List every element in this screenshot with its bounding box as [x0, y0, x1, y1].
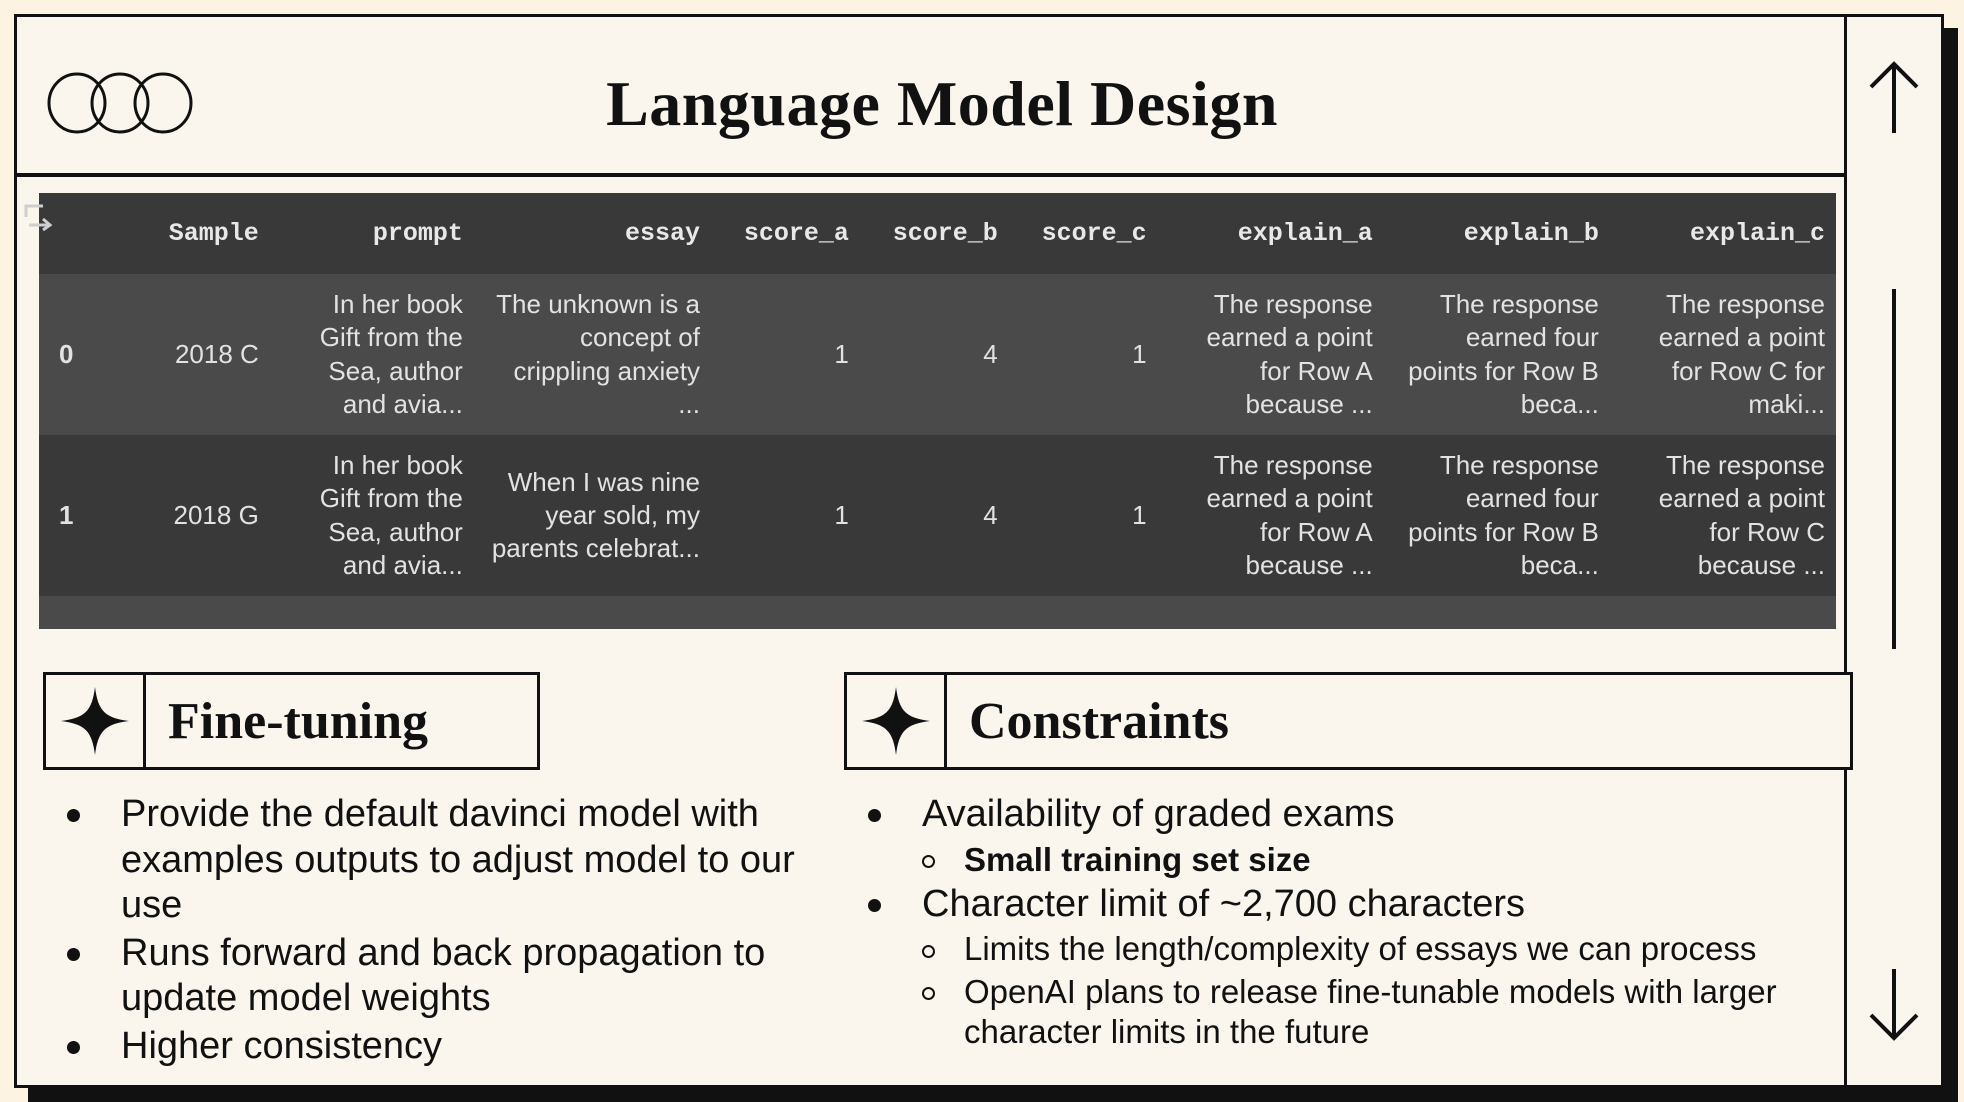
cell-score-c: 1: [1011, 435, 1161, 597]
cell-explain-c: The response earned a point for Row C be…: [1612, 435, 1836, 597]
cell-score-a: [713, 596, 863, 629]
cell-explain-c: The response earned a point for Row C fo…: [1612, 274, 1836, 436]
three-circles-logo: [45, 72, 195, 134]
cell-score-b: 4: [862, 274, 1012, 436]
list-item-text: Limits the length/complexity of essays w…: [964, 930, 1757, 968]
list-item: Runs forward and back propagation to upd…: [53, 931, 813, 1022]
column-header-essay[interactable]: essay: [476, 193, 714, 274]
cell-index: [39, 596, 108, 629]
bullet-dot-icon: [67, 809, 80, 823]
list-item-text: Availability of graded exams: [922, 793, 1395, 835]
bullet-ring-icon: [922, 986, 935, 1000]
list-item: Limits the length/complexity of essays w…: [854, 929, 1854, 969]
list-item: Higher consistency: [53, 1024, 813, 1070]
bullet-dot-icon: [868, 809, 881, 823]
list-item-text: Higher consistency: [121, 1024, 443, 1067]
open-in-new-icon[interactable]: [23, 203, 53, 232]
column-header-prompt[interactable]: prompt: [272, 193, 477, 274]
cell-prompt: In her book Gift from the Sea, author an…: [272, 274, 477, 436]
section-title-constraints: Constraints: [969, 692, 1230, 750]
scrollbar[interactable]: [1844, 17, 1941, 1085]
dataframe-header-row: Sample prompt essay score_a score_b scor…: [39, 193, 1836, 274]
scrollbar-thumb[interactable]: [1892, 289, 1896, 649]
column-header-explain-b[interactable]: explain_b: [1386, 193, 1613, 274]
list-item: Provide the default davinci model with e…: [53, 792, 813, 929]
dataframe-table: Sample prompt essay score_a score_b scor…: [39, 193, 1836, 629]
cell-explain-b: The response earned four points for Row …: [1386, 274, 1613, 436]
list-item: OpenAI plans to release fine-tunable mod…: [854, 972, 1854, 1053]
bullet-ring-icon: [922, 854, 935, 868]
bullet-ring-icon: [922, 944, 935, 958]
cell-explain-a: The response earned a point for Row A be…: [1160, 274, 1387, 436]
slide-header: Language Model Design: [17, 17, 1847, 177]
bullet-dot-icon: [67, 948, 80, 962]
cell-explain-a: [1160, 596, 1387, 629]
cell-prompt: [272, 596, 477, 629]
slide-card: Language Model Design: [14, 14, 1944, 1088]
cell-score-a: 1: [713, 274, 863, 436]
bullet-list-fine-tuning: Provide the default davinci model with e…: [53, 792, 813, 1072]
sparkle-star-icon: [847, 675, 947, 767]
cell-score-c: [1011, 596, 1161, 629]
cell-index: 1: [39, 435, 108, 597]
list-item-text: Character limit of ~2,700 characters: [922, 882, 1525, 925]
section-header-constraints: Constraints: [844, 672, 1853, 770]
column-header-explain-c[interactable]: explain_c: [1612, 193, 1836, 274]
cell-prompt: In her book Gift from the Sea, author an…: [272, 435, 477, 597]
list-item-text: Provide the default davinci model with e…: [121, 793, 795, 927]
cell-sample: [107, 596, 273, 629]
table-row-partial[interactable]: [39, 596, 1836, 629]
table-row[interactable]: 1 2018 G In her book Gift from the Sea, …: [39, 435, 1836, 597]
cell-score-a: 1: [713, 435, 863, 597]
column-header-sample[interactable]: Sample: [107, 193, 273, 274]
bullet-dot-icon: [67, 1041, 80, 1055]
cell-explain-b: [1386, 596, 1613, 629]
cell-index: 0: [39, 274, 108, 436]
list-item: Small training set size: [854, 840, 1854, 880]
page-title: Language Model Design: [606, 68, 1278, 139]
cell-essay: [476, 596, 714, 629]
list-item: Character limit of ~2,700 characters: [854, 882, 1854, 928]
dataframe-panel: Sample prompt essay score_a score_b scor…: [21, 193, 1836, 629]
sparkle-star-icon: [46, 675, 146, 767]
cell-sample: 2018 C: [107, 274, 273, 436]
section-title-fine-tuning: Fine-tuning: [168, 692, 429, 750]
cell-sample: 2018 G: [107, 435, 273, 597]
column-header-index[interactable]: [39, 193, 108, 274]
bullet-dot-icon: [868, 899, 881, 913]
cell-score-b: 4: [862, 435, 1012, 597]
list-item-text: OpenAI plans to release fine-tunable mod…: [964, 972, 1777, 1050]
cell-score-b: [862, 596, 1012, 629]
arrow-down-icon[interactable]: [1867, 965, 1921, 1043]
list-item-text: Small training set size: [964, 840, 1311, 878]
column-header-score-c[interactable]: score_c: [1011, 193, 1161, 274]
section-header-fine-tuning: Fine-tuning: [43, 672, 540, 770]
cell-explain-c: [1612, 596, 1836, 629]
list-item: Availability of graded exams: [854, 792, 1854, 838]
arrow-up-icon[interactable]: [1867, 59, 1921, 137]
column-header-explain-a[interactable]: explain_a: [1160, 193, 1387, 274]
list-item-text: Runs forward and back propagation to upd…: [121, 931, 766, 1020]
cell-explain-b: The response earned four points for Row …: [1386, 435, 1613, 597]
cell-score-c: 1: [1011, 274, 1161, 436]
cell-essay: The unknown is a concept of crippling an…: [476, 274, 714, 436]
dataframe-body: 0 2018 C In her book Gift from the Sea, …: [39, 274, 1836, 629]
bullet-list-constraints: Availability of graded exams Small train…: [854, 792, 1854, 1054]
column-header-score-b[interactable]: score_b: [862, 193, 1012, 274]
cell-explain-a: The response earned a point for Row A be…: [1160, 435, 1387, 597]
column-header-score-a[interactable]: score_a: [713, 193, 863, 274]
cell-essay: When I was nine year sold, my parents ce…: [476, 435, 714, 597]
table-row[interactable]: 0 2018 C In her book Gift from the Sea, …: [39, 274, 1836, 436]
